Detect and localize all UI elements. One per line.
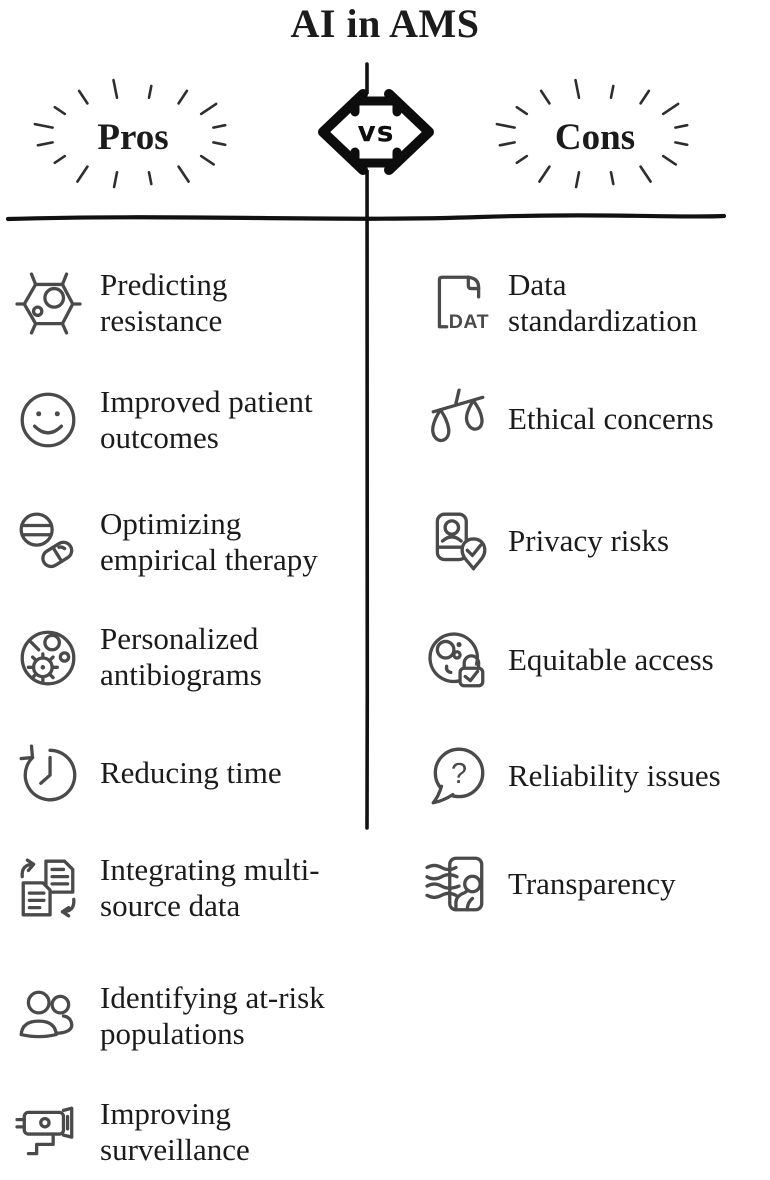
pros-item-label: Optimizing empirical therapy bbox=[100, 506, 318, 577]
svg-text:DAT: DAT bbox=[449, 311, 489, 333]
svg-text:?: ? bbox=[451, 758, 467, 790]
cons-item-label: Privacy risks bbox=[508, 523, 670, 559]
transparency-icon bbox=[424, 848, 492, 920]
cons-item-transparency: Transparency bbox=[424, 848, 760, 920]
pros-item-improving-surveillance: Improving surveillance bbox=[12, 1096, 348, 1168]
smiley-face-icon bbox=[12, 384, 84, 456]
microbe-icon bbox=[12, 267, 84, 339]
pros-item-reducing-time: Reducing time bbox=[12, 737, 348, 809]
privacy-badge-icon bbox=[424, 505, 492, 577]
pros-burst-icon bbox=[33, 78, 227, 189]
pros-heading-label: Pros bbox=[97, 116, 169, 158]
cons-item-label: Equitable access bbox=[508, 642, 714, 678]
pros-item-multi-source-data: Integrating multi-source data bbox=[12, 852, 348, 924]
pros-item-label: Improved patient outcomes bbox=[100, 384, 313, 455]
pros-item-label: Identifying at-risk populations bbox=[100, 980, 325, 1051]
page-title: AI in AMS bbox=[290, 1, 480, 46]
cons-burst-icon bbox=[495, 78, 689, 189]
cons-item-ethical-concerns: Ethical concerns bbox=[424, 383, 760, 455]
cons-item-label: Transparency bbox=[508, 866, 676, 902]
versus-badge: vs bbox=[317, 86, 435, 178]
cons-heading: Cons bbox=[490, 71, 700, 203]
pros-item-label: Reducing time bbox=[100, 755, 282, 791]
pros-item-predicting-resistance: Predicting resistance bbox=[12, 267, 348, 339]
cons-item-label: Reliability issues bbox=[508, 758, 721, 794]
cons-item-equitable-access: Equitable access bbox=[424, 624, 760, 696]
pros-item-label: Personalized antibiograms bbox=[100, 621, 262, 692]
pros-item-at-risk-populations: Identifying at-risk populations bbox=[12, 980, 348, 1052]
pros-heading: Pros bbox=[28, 71, 238, 203]
pills-icon bbox=[12, 506, 84, 578]
clock-rewind-icon bbox=[12, 737, 84, 809]
cons-item-label: Ethical concerns bbox=[508, 401, 714, 437]
people-icon bbox=[12, 980, 84, 1052]
cctv-camera-icon bbox=[12, 1096, 84, 1168]
versus-arrows-icon bbox=[318, 89, 434, 175]
pros-item-label: Improving surveillance bbox=[100, 1096, 250, 1167]
dat-file-icon: DAT bbox=[424, 267, 492, 339]
pros-item-empirical-therapy: Optimizing empirical therapy bbox=[12, 506, 348, 578]
cons-item-label: Data standardization bbox=[508, 267, 698, 338]
question-bubble-icon: ? bbox=[424, 740, 492, 812]
balance-scales-icon bbox=[424, 383, 492, 455]
cons-item-privacy-risks: Privacy risks bbox=[424, 505, 760, 577]
cons-heading-label: Cons bbox=[554, 116, 636, 158]
pros-item-personalized-antibiograms: Personalized antibiograms bbox=[12, 621, 348, 693]
versus-label: vs bbox=[357, 114, 395, 148]
pros-item-label: Integrating multi-source data bbox=[100, 852, 320, 923]
petri-dish-icon bbox=[12, 621, 84, 693]
cons-item-data-standardization: DAT Data standardization bbox=[424, 267, 760, 339]
pros-item-label: Predicting resistance bbox=[100, 267, 228, 338]
cons-item-reliability-issues: ? Reliability issues bbox=[424, 740, 760, 812]
documents-sync-icon bbox=[12, 852, 84, 924]
petri-lock-icon bbox=[424, 624, 492, 696]
pros-item-improved-outcomes: Improved patient outcomes bbox=[12, 384, 348, 456]
